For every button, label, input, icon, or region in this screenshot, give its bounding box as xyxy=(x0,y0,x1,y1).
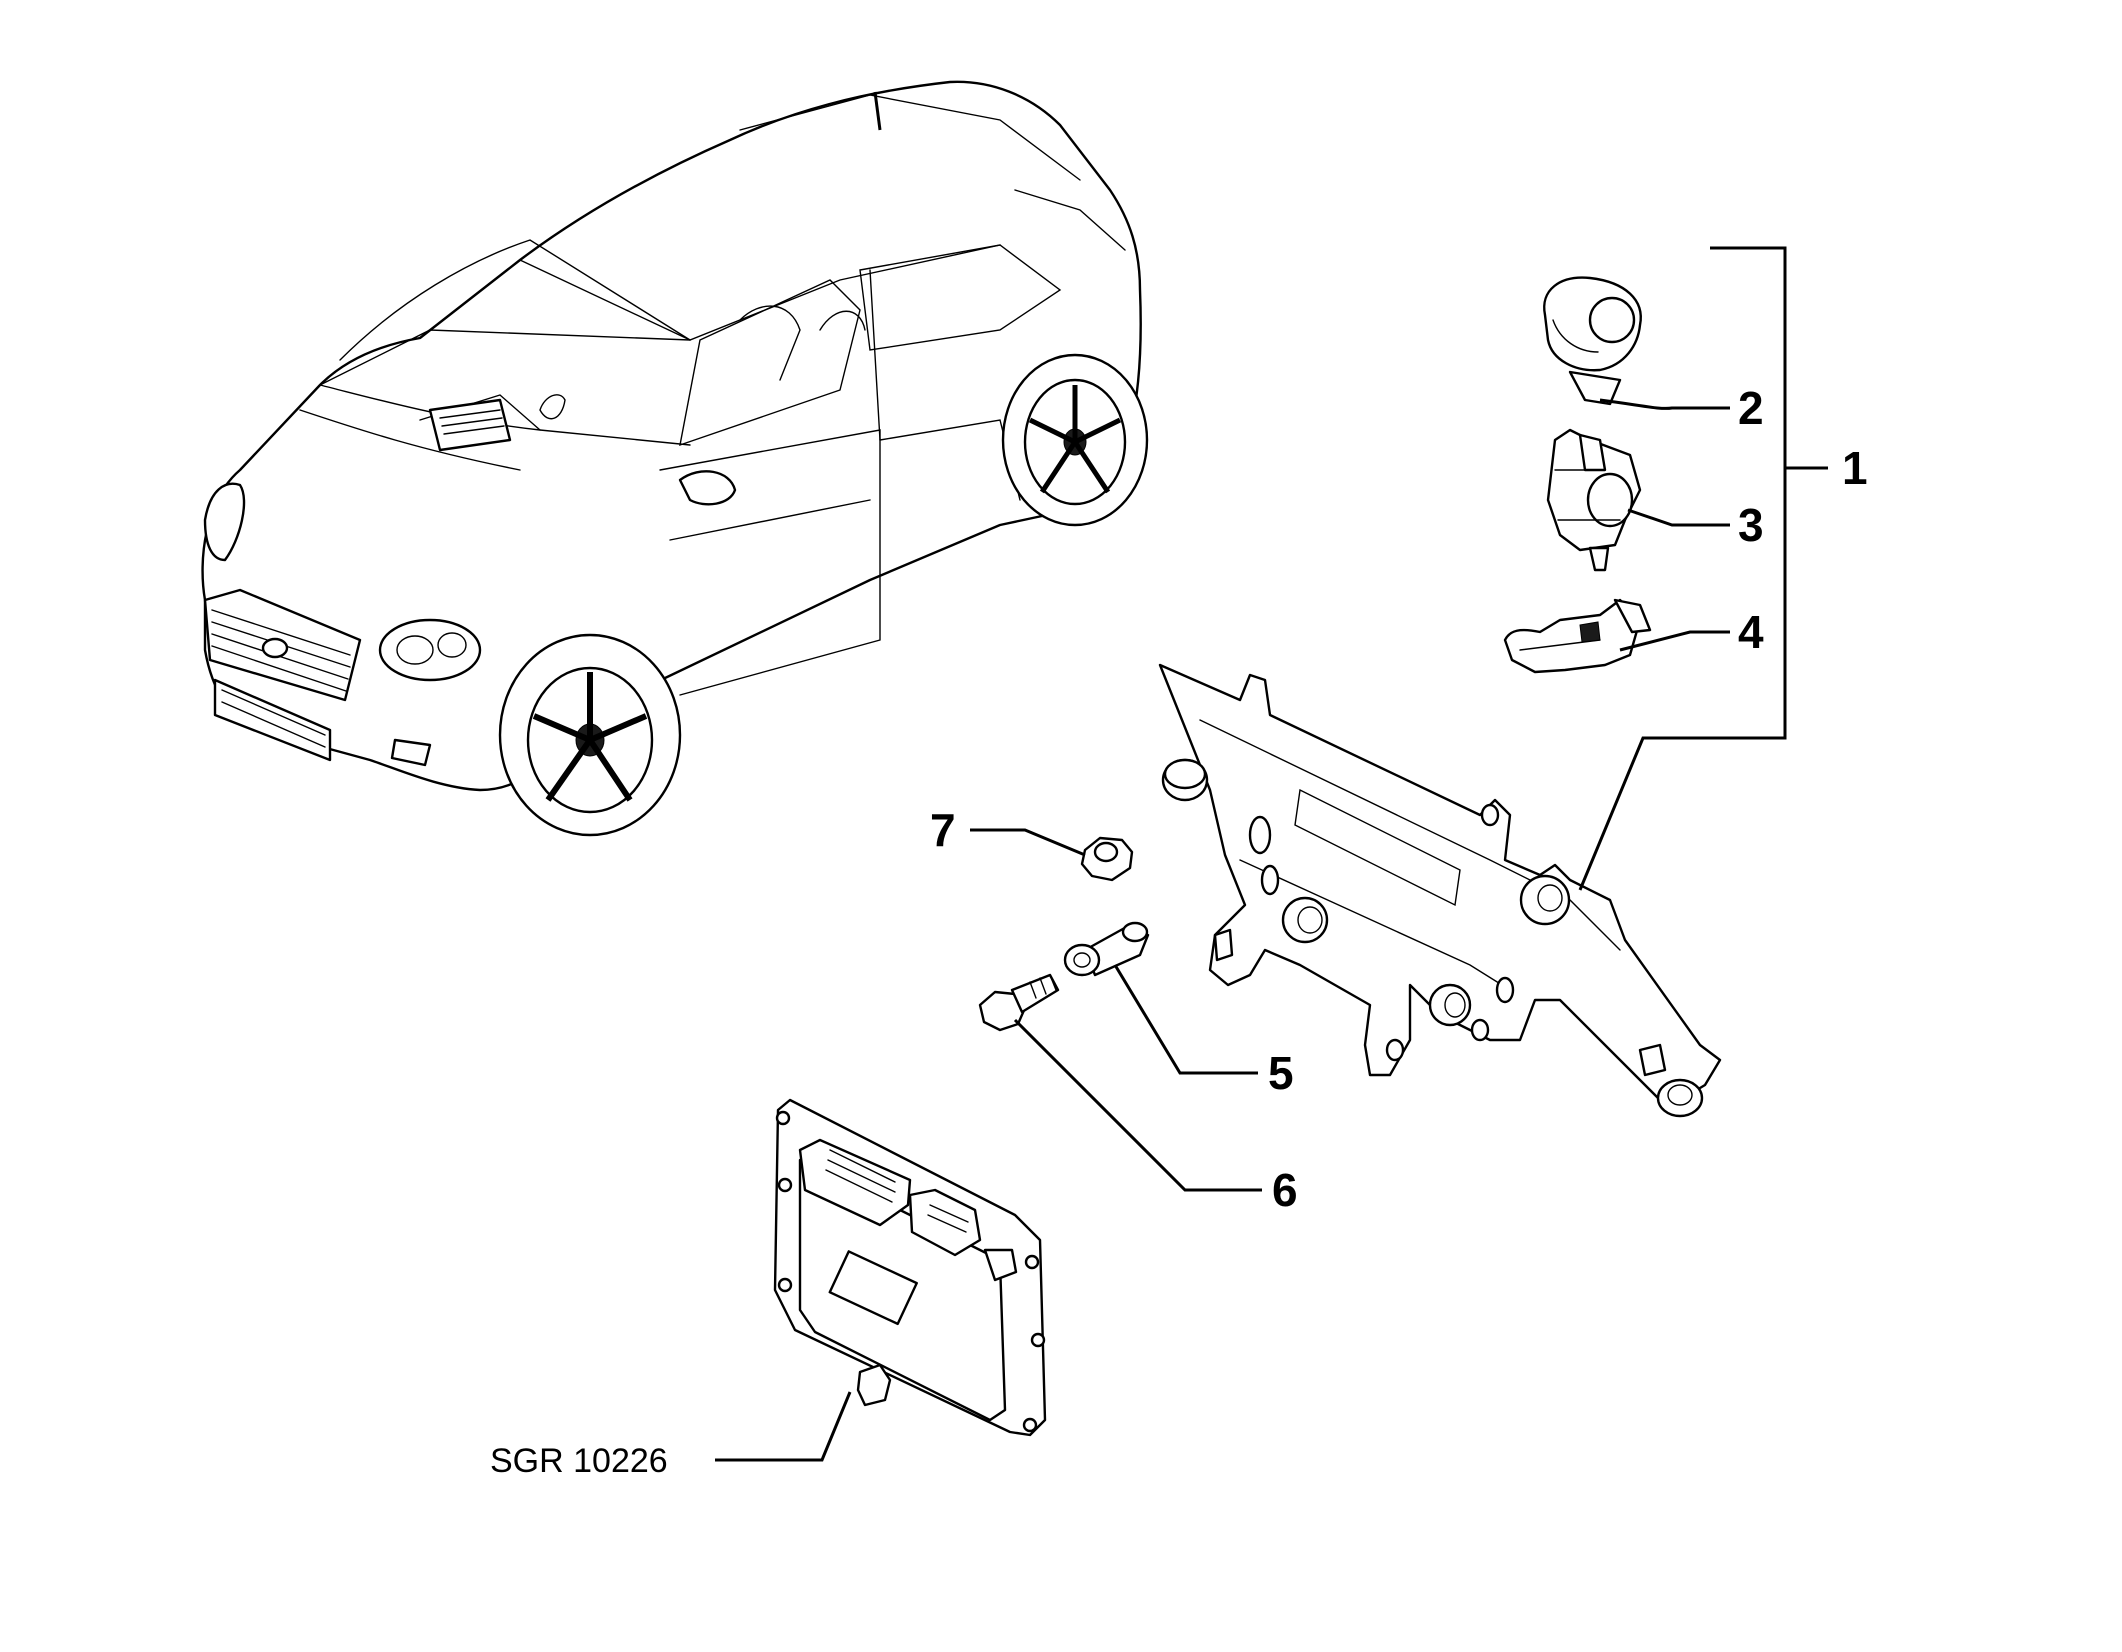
reference-code: SGR 10226 xyxy=(490,1442,668,1480)
part-4-cable-clip xyxy=(1503,598,1652,674)
part-1-bracket xyxy=(1158,663,1722,1118)
leader-5 xyxy=(1113,964,1258,1075)
callout-label-3: 3 xyxy=(1738,499,1764,551)
leader-2 xyxy=(1599,398,1730,410)
callout-label-6: 6 xyxy=(1272,1164,1298,1216)
part-3-connector-clip xyxy=(1546,428,1642,572)
callout-label-1: 1 xyxy=(1842,442,1868,494)
car-illustration xyxy=(201,80,1149,837)
leader-lines xyxy=(715,246,1828,1462)
leader-1 xyxy=(1578,246,1787,891)
leader-7 xyxy=(970,828,1086,857)
part-2-clip xyxy=(1543,276,1642,406)
part-6-bolt xyxy=(978,973,1060,1032)
leader-sgr xyxy=(715,1391,852,1462)
leader-3 xyxy=(1627,508,1730,527)
part-5-spacer xyxy=(1063,921,1150,977)
callout-label-5: 5 xyxy=(1268,1047,1294,1099)
callout-label-4: 4 xyxy=(1738,606,1764,658)
leader-6 xyxy=(1013,1018,1262,1192)
part-7-nut xyxy=(1080,836,1134,882)
control-unit-module xyxy=(773,1098,1047,1437)
callout-label-2: 2 xyxy=(1738,382,1764,434)
callout-label-7: 7 xyxy=(930,804,956,856)
callout-labels: 1 2 3 4 5 6 7 SGR 10226 xyxy=(490,382,1868,1480)
leader-4 xyxy=(1619,630,1730,652)
